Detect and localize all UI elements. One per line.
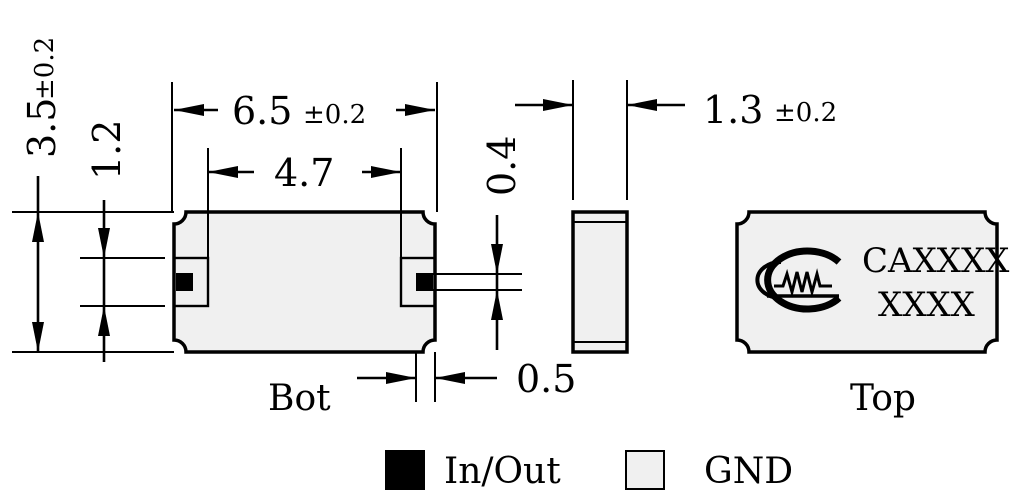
legend-inout-swatch <box>385 450 425 490</box>
dim-pad-height: 1.2 <box>85 120 129 362</box>
marking-line2: XXXX <box>878 285 976 325</box>
dim-height-total-tol: ±0.2 <box>30 37 60 100</box>
right-pad-outline <box>399 256 437 308</box>
legend-gnd-label: GND <box>704 451 793 492</box>
bottom-view <box>172 210 437 354</box>
left-pad-outline <box>172 256 210 308</box>
top-view-body <box>735 210 999 354</box>
dim-thickness: 1.3 ±0.2 <box>515 88 837 132</box>
dim-pad-height-value: 1.2 <box>85 120 129 180</box>
dim-inner-length-value: 4.7 <box>274 151 334 195</box>
top-view: CAXXXX XXXX <box>735 210 1010 354</box>
cw-logo-icon <box>755 247 842 313</box>
dim-length-total: 6.5 ±0.2 <box>174 89 435 133</box>
dim-thickness-tol: ±0.2 <box>774 98 837 128</box>
bottom-view-extension-lines <box>12 82 522 402</box>
dim-pad-offset-value: 0.4 <box>480 136 524 196</box>
bottom-view-body <box>172 210 437 354</box>
dim-length-total-value: 6.5 <box>232 89 292 133</box>
side-view <box>571 80 629 354</box>
side-view-body <box>571 210 629 354</box>
top-view-label: Top <box>850 378 916 419</box>
dim-inner-length: 4.7 <box>208 151 401 195</box>
left-inout-pad <box>176 273 193 291</box>
dim-thickness-value: 1.3 <box>703 88 763 132</box>
legend-gnd-swatch <box>625 450 665 490</box>
dim-height-total-value: 3.5 <box>20 98 64 158</box>
bottom-view-label: Bot <box>268 378 331 419</box>
dim-height-total: 3.5 ±0.2 <box>20 37 64 352</box>
legend: In/Out GND <box>385 450 793 492</box>
legend-inout-label: In/Out <box>444 451 561 492</box>
marking-line1: CAXXXX <box>862 241 1010 281</box>
dim-pad-width-value: 0.5 <box>516 357 576 401</box>
dim-pad-width: 0.5 <box>357 357 576 401</box>
right-inout-pad <box>416 273 433 291</box>
dim-length-total-tol: ±0.2 <box>303 100 366 130</box>
dim-pad-offset: 0.4 <box>480 136 524 350</box>
